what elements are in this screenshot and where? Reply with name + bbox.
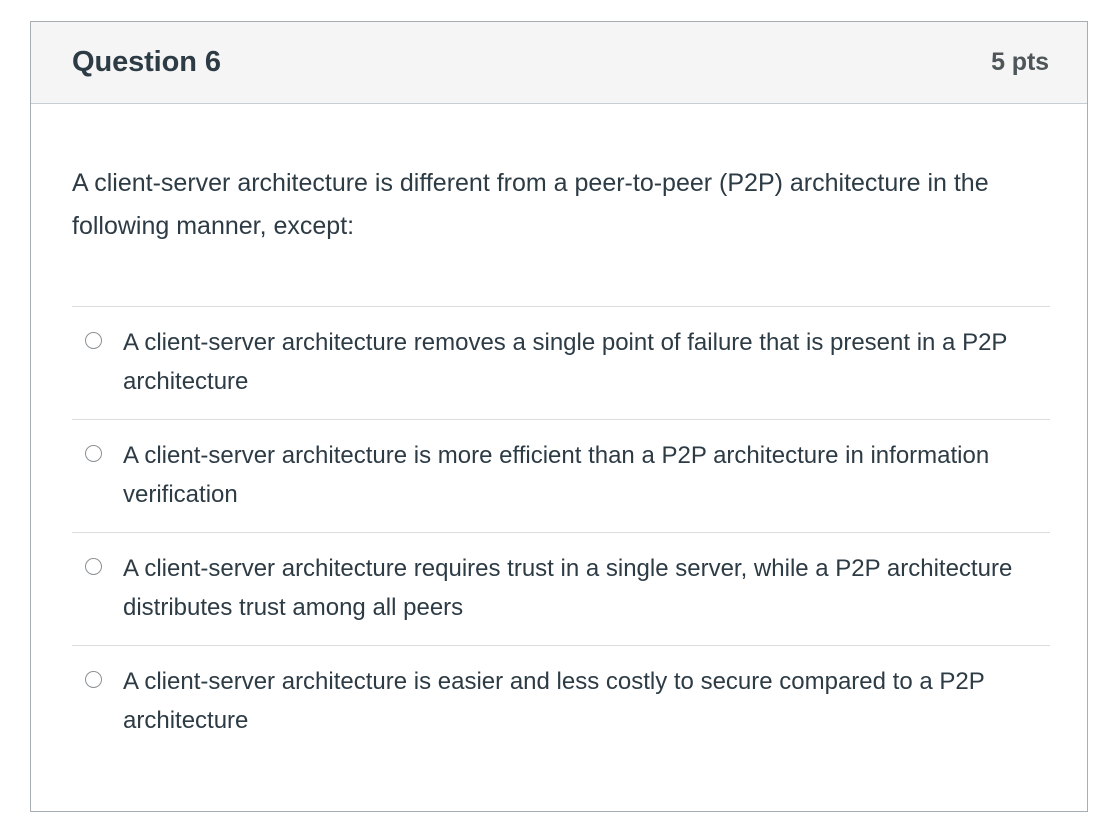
question-body: A client-server architecture is differen… bbox=[31, 162, 1087, 758]
answer-option-3[interactable]: A client-server architecture requires tr… bbox=[72, 532, 1050, 645]
answer-options-list: A client-server architecture removes a s… bbox=[72, 306, 1050, 758]
question-card: Question 6 5 pts A client-server archite… bbox=[30, 21, 1088, 812]
radio-button-icon[interactable] bbox=[85, 332, 102, 349]
question-title: Question 6 bbox=[72, 46, 221, 78]
answer-option-label: A client-server architecture requires tr… bbox=[123, 555, 1013, 621]
answer-option-1[interactable]: A client-server architecture removes a s… bbox=[72, 306, 1050, 419]
question-prompt: A client-server architecture is differen… bbox=[72, 169, 989, 240]
question-points-badge: 5 pts bbox=[991, 48, 1049, 76]
radio-button-icon[interactable] bbox=[85, 445, 102, 462]
answer-option-2[interactable]: A client-server architecture is more eff… bbox=[72, 419, 1050, 532]
answer-option-label: A client-server architecture removes a s… bbox=[123, 329, 1008, 395]
answer-option-label: A client-server architecture is more eff… bbox=[123, 442, 990, 508]
radio-button-icon[interactable] bbox=[85, 558, 102, 575]
answer-option-label: A client-server architecture is easier a… bbox=[123, 668, 985, 734]
radio-button-icon[interactable] bbox=[85, 671, 102, 688]
answer-option-4[interactable]: A client-server architecture is easier a… bbox=[72, 645, 1050, 758]
question-header: Question 6 5 pts bbox=[31, 22, 1087, 104]
